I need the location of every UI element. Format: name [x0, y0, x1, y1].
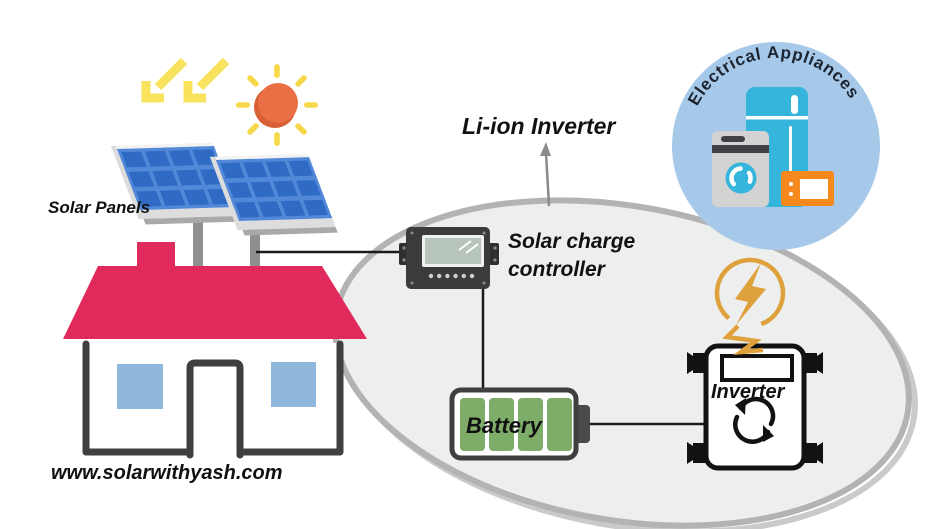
website-label: www.solarwithyash.com: [51, 462, 283, 484]
house-walls: [82, 340, 344, 456]
solar-charge-label-line1: Solar charge: [508, 230, 636, 253]
sunlight-arrow-icon: [183, 57, 230, 103]
output-arrow-icon: [540, 142, 551, 207]
panel-pole: [193, 210, 203, 270]
recycle-icon: [733, 396, 776, 444]
roof: [63, 266, 367, 339]
solar-charge-label-line2: controller: [508, 258, 607, 281]
panel-pole: [250, 216, 260, 270]
inverter-mount-tabs: [687, 352, 823, 464]
window: [117, 364, 163, 409]
solar-panel-right: [209, 153, 338, 236]
battery: Battery: [449, 387, 590, 461]
sunlight-arrow-icon: [141, 57, 188, 103]
inverter-label: Inverter: [711, 381, 786, 403]
li-ion-inverter-label: Li-ion Inverter: [462, 113, 616, 139]
door: [186, 359, 244, 459]
washing-machine-icon: [712, 131, 769, 207]
solar-panel-left: [110, 142, 243, 225]
microwave-icon: [781, 171, 834, 206]
controller-screen: [425, 238, 481, 264]
window: [271, 362, 316, 407]
house: [63, 242, 367, 459]
inverter: Inverter: [687, 343, 823, 471]
lightning-bolt-icon: [714, 257, 786, 355]
solar-charge-controller: [399, 227, 499, 289]
solar-panels-label: Solar Panels: [48, 198, 150, 217]
sun-icon: [236, 64, 318, 146]
sun-rays: [236, 64, 318, 146]
battery-cells: [460, 398, 572, 451]
battery-label: Battery: [466, 413, 544, 438]
inverter-display: [720, 354, 794, 382]
controller-leds: [428, 273, 475, 279]
chimney: [137, 242, 175, 268]
electrical-appliances-group: Electrical Appliances: [672, 42, 880, 250]
